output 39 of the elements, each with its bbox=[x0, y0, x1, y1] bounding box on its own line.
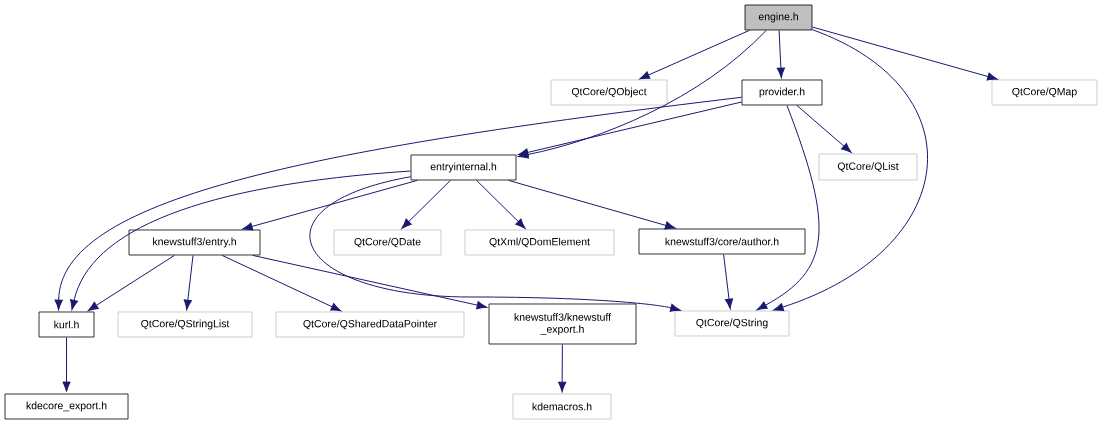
arrow bbox=[773, 29, 928, 312]
file-box: QtXml/QDomElement bbox=[464, 229, 615, 256]
arrow bbox=[401, 179, 451, 229]
arrow bbox=[508, 179, 676, 230]
arrow bbox=[252, 254, 488, 310]
arrow bbox=[476, 179, 526, 229]
arrow bbox=[70, 170, 412, 311]
arrow bbox=[309, 176, 681, 312]
file-box: QtCore/QStringList bbox=[117, 311, 253, 338]
file-box: provider.h bbox=[741, 79, 823, 106]
file-box: entryinternal.h bbox=[410, 154, 517, 181]
arrow bbox=[796, 104, 852, 153]
arrow bbox=[517, 29, 767, 159]
file-box: QtCore/QSharedDataPointer bbox=[275, 311, 465, 338]
arrow bbox=[242, 179, 418, 231]
file-box: QtCore/QString bbox=[674, 310, 790, 337]
file-box: QtCore/QObject bbox=[550, 79, 668, 106]
file-box: QtCore/QMap bbox=[991, 79, 1098, 106]
file-box: kdecore_export.h bbox=[4, 393, 129, 420]
arrow bbox=[62, 336, 71, 393]
file-box: kdemacros.h bbox=[512, 393, 612, 420]
arrow bbox=[87, 254, 175, 311]
arrow bbox=[558, 343, 567, 393]
file-box: QtCore/QDate bbox=[333, 229, 442, 256]
arrow bbox=[639, 29, 750, 80]
file-box: knewstuff3/entry.h bbox=[128, 229, 261, 256]
arrow bbox=[183, 254, 194, 311]
arrow bbox=[54, 96, 743, 311]
arrow bbox=[811, 26, 998, 81]
arrow bbox=[517, 101, 743, 157]
arrow bbox=[776, 29, 785, 79]
file-box: engine.h bbox=[744, 4, 813, 31]
file-box: knewstuff3/core/author.h bbox=[638, 228, 806, 255]
arrow bbox=[756, 104, 820, 311]
file-box: knewstuff3/knewstuff _export.h bbox=[488, 303, 637, 345]
arrow bbox=[221, 254, 342, 312]
arrow bbox=[723, 253, 734, 310]
file-box: QtCore/QList bbox=[818, 153, 918, 181]
file-box: kurl.h bbox=[38, 311, 95, 338]
